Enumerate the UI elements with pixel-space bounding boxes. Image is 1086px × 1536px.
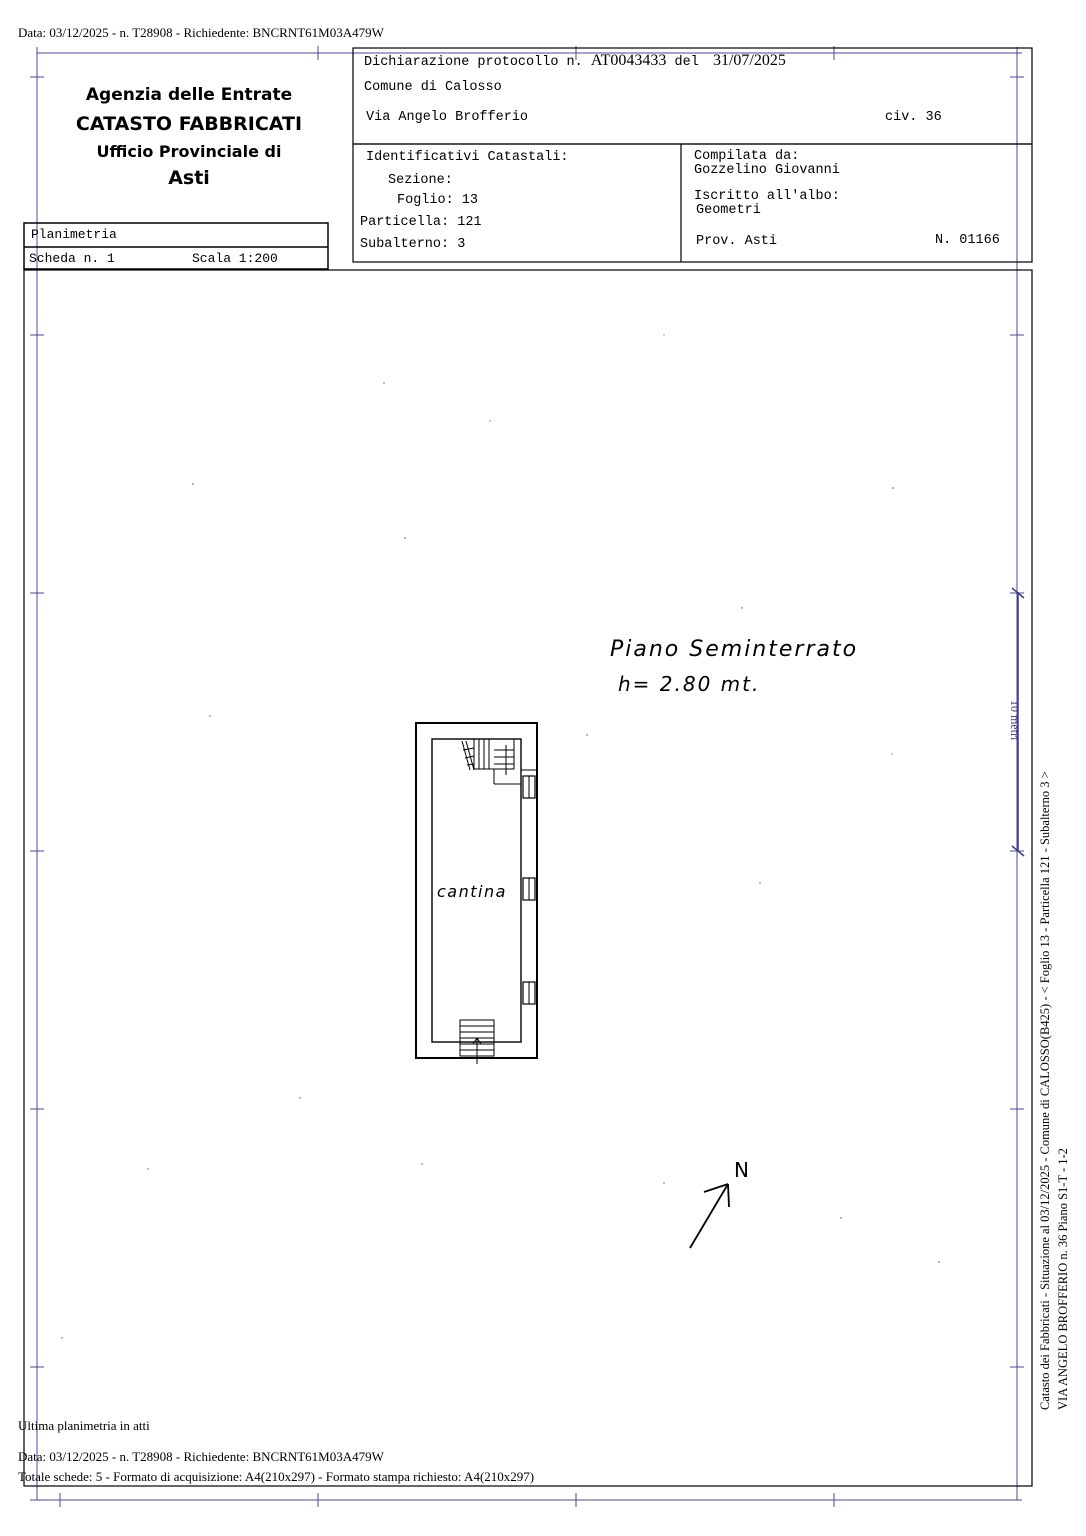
compilata-label: Compilata da:	[694, 149, 800, 164]
protocol-number: AT0043433	[590, 52, 667, 69]
declaration-label: Dichiarazione protocollo n.	[364, 55, 583, 70]
scale-bar-label: 10 metri	[1008, 700, 1022, 741]
province-name: Asti	[168, 167, 210, 189]
floor-height: h= 2.80 mt.	[618, 672, 761, 696]
footer-data-line: Data: 03/12/2025 - n. T28908 - Richieden…	[18, 1449, 384, 1464]
floor-title: Piano Seminterrato	[610, 637, 859, 662]
agency-name: Agenzia delle Entrate	[85, 85, 293, 105]
street-label: Via Angelo Brofferio	[366, 110, 529, 125]
north-label: N	[734, 1158, 749, 1182]
declaration-date: 31/07/2025	[712, 52, 786, 69]
scheda-label: Scheda n. 1	[29, 251, 115, 266]
footer-totale-line: Totale schede: 5 - Formato di acquisizio…	[18, 1469, 535, 1484]
comune-label: Comune di Calosso	[364, 80, 502, 95]
subalterno-field: Subalterno: 3	[360, 237, 466, 252]
particella-field: Particella: 121	[360, 215, 482, 230]
top-header: Data: 03/12/2025 - n. T28908 - Richieden…	[18, 25, 384, 40]
civic-number: civ. 36	[885, 110, 942, 125]
side-text-line2: VIA ANGELO BROFFERIO n. 36 Piano S1-T - …	[1056, 1148, 1070, 1410]
foglio-field: Foglio: 13	[397, 193, 479, 208]
albo-value: Geometri	[696, 203, 761, 218]
identificativi-title: Identificativi Catastali:	[366, 150, 569, 165]
declaration-line: Dichiarazione protocollo n. AT0043433 de…	[364, 52, 786, 70]
room-label-cantina: cantina	[437, 882, 507, 901]
compilatore-name: Gozzelino Giovanni	[694, 163, 840, 178]
planimetria-label: Planimetria	[31, 227, 117, 242]
ultima-planimetria: Ultima planimetria in atti	[18, 1418, 150, 1433]
declaration-del: del	[674, 55, 699, 70]
sezione-field: Sezione:	[388, 173, 453, 188]
scala-label: Scala 1:200	[192, 251, 278, 266]
registration-number: N. 01166	[935, 233, 1000, 248]
ufficio-label: Ufficio Provinciale di	[96, 142, 282, 161]
albo-label: Iscritto all'albo:	[694, 189, 840, 204]
side-text-line1: Catasto dei Fabbricati - Situazione al 0…	[1038, 771, 1052, 1410]
province-field: Prov. Asti	[696, 234, 778, 249]
catasto-title: CATASTO FABBRICATI	[75, 113, 303, 135]
